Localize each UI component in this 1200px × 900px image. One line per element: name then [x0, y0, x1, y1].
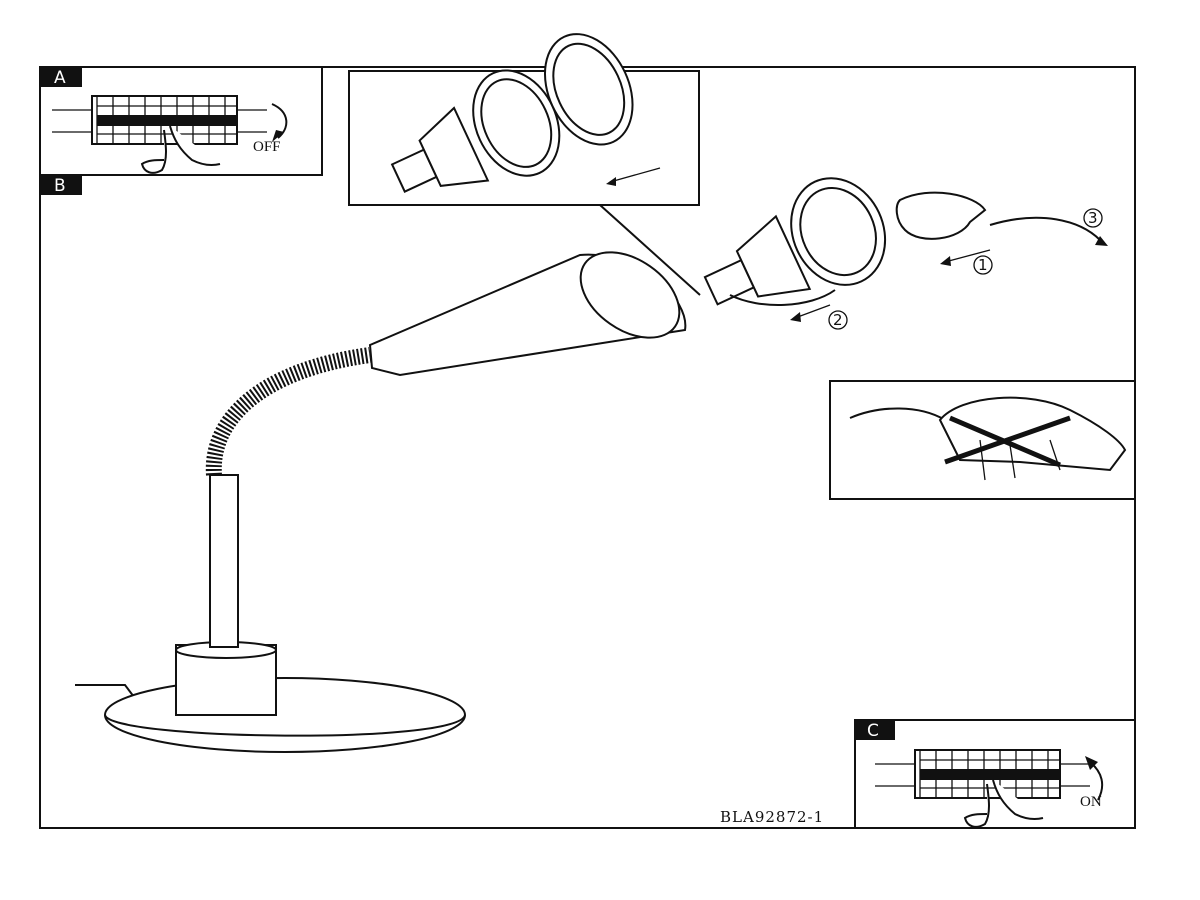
panel-a-label: A [54, 68, 66, 88]
panel-b-label-box [40, 176, 82, 195]
panel-c-label: C [867, 721, 879, 741]
cloth-icon [938, 396, 1127, 472]
panel-a: A OFF [39, 66, 323, 176]
prohibited-cross-icon [944, 415, 1071, 468]
step-2: 2 [833, 311, 843, 329]
step-1: 1 [978, 256, 988, 274]
step-3: 3 [1088, 209, 1098, 227]
retaining-ring-icon [895, 191, 987, 240]
panel-b-label: B [54, 176, 66, 196]
document-code: BLA92872-1 [720, 808, 824, 826]
panel-a-label-box [40, 67, 82, 87]
arrow-down-icon [271, 103, 288, 139]
bulb-detail-inset [349, 33, 700, 295]
panel-c-label-box [855, 720, 895, 740]
bulb-exploded: 1 3 2 [703, 177, 1108, 330]
panel-c-action: ON [1080, 794, 1102, 810]
panel-c: C ON [854, 719, 1136, 829]
desk-lamp [75, 251, 687, 753]
panel-a-action: OFF [253, 139, 281, 155]
no-cover-warning-inset [829, 380, 1136, 500]
